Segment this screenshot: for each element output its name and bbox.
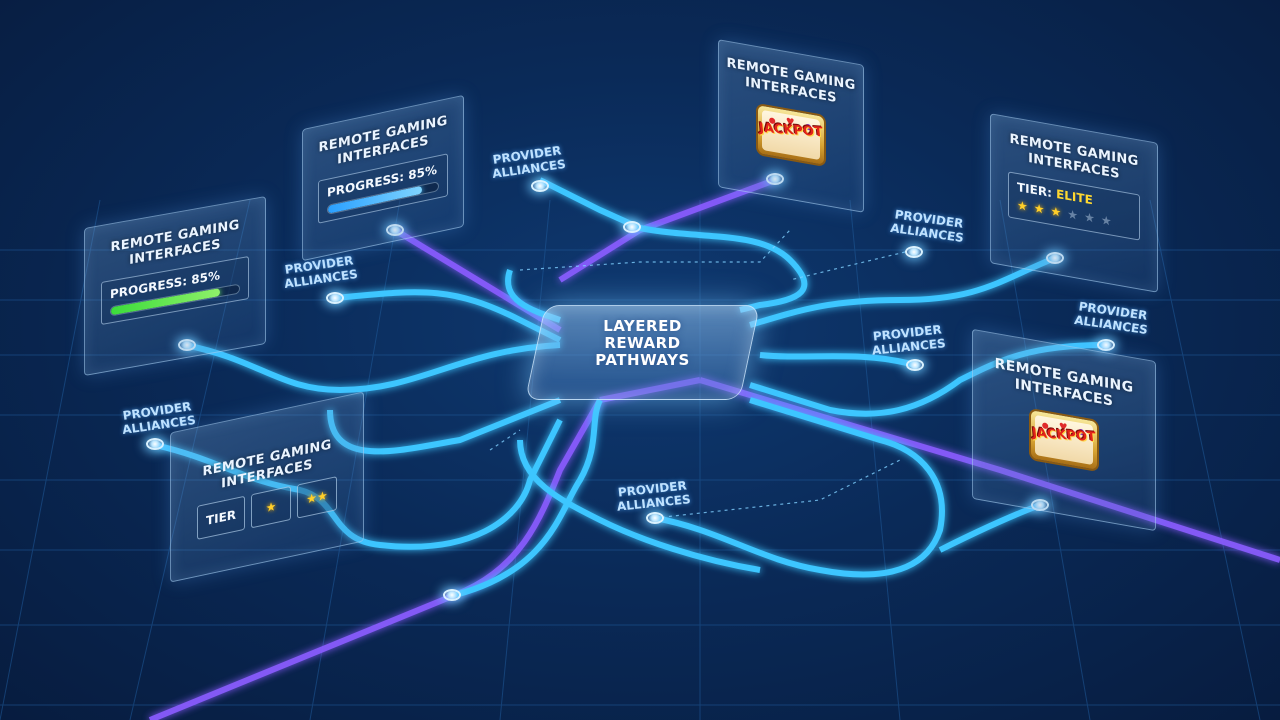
pathway-node[interactable] — [146, 438, 164, 450]
pathway-node[interactable] — [326, 292, 344, 304]
star-icon: ★ — [306, 490, 317, 507]
star-icon: ★ — [1017, 197, 1034, 215]
star-icon: ★ — [1084, 209, 1101, 227]
pathway-node[interactable] — [646, 512, 664, 524]
pathway-node[interactable] — [443, 589, 461, 601]
tier-cell-stars[interactable]: ★ — [251, 485, 291, 529]
slot-machine-icon: ● ♥ ● JACKPOT — [1021, 402, 1107, 477]
star-icon: ★ — [317, 488, 328, 505]
star-icon: ★ — [265, 499, 277, 516]
pathway-node[interactable] — [906, 359, 924, 371]
star-icon: ★ — [1100, 212, 1118, 230]
pathway-node[interactable] — [766, 173, 784, 185]
remote-gaming-panel[interactable]: REMOTE GAMING INTERFACES ● ♥ ● JACKPOT — [972, 328, 1156, 532]
blue-paths — [154, 177, 1106, 598]
pathway-node[interactable] — [386, 224, 404, 236]
pathway-node[interactable] — [1097, 339, 1115, 351]
remote-gaming-panel[interactable]: REMOTE GAMING INTERFACES ● ♥ ● JACKPOT — [718, 39, 864, 213]
panel-title: REMOTE GAMING INTERFACES — [726, 55, 856, 107]
tier-cell: TIER — [197, 495, 245, 540]
star-icon: ★ — [1050, 203, 1068, 221]
tier-cell-stars[interactable]: ★★ — [297, 476, 337, 519]
pathway-node[interactable] — [178, 339, 196, 351]
star-icon: ★ — [1067, 206, 1085, 224]
pathway-node[interactable] — [905, 246, 923, 258]
remote-gaming-panel[interactable]: REMOTE GAMING INTERFACES TIER: ELITE ★★★… — [990, 113, 1158, 293]
slot-machine-icon: ● ♥ ● JACKPOT — [748, 97, 834, 172]
pathway-node[interactable] — [1046, 252, 1064, 264]
dotted-connectors — [489, 229, 906, 519]
tier-value: ELITE — [1056, 186, 1093, 208]
pathway-node[interactable] — [1031, 499, 1049, 511]
panel-title: REMOTE GAMING INTERFACES — [994, 355, 1134, 410]
pathway-node[interactable] — [531, 180, 549, 192]
hub-title: LAYERED REWARD PATHWAYS — [595, 317, 690, 369]
star-icon: ★ — [1033, 200, 1051, 218]
pathway-node[interactable] — [623, 221, 641, 233]
